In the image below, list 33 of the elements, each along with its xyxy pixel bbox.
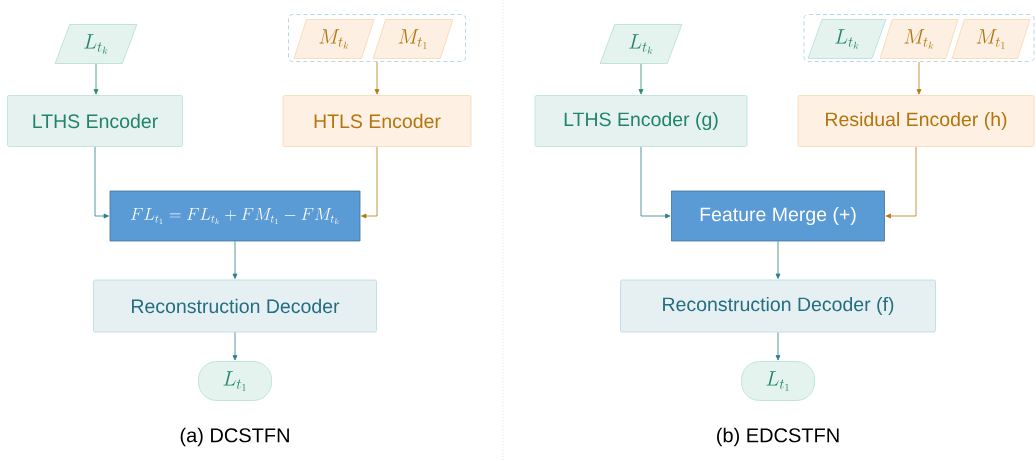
arrow [885, 146, 917, 219]
encoder-box: Residual Encoder (h) [797, 95, 1035, 147]
input-parallelogram: $M_{t_1}$ [372, 19, 454, 59]
arrow [232, 241, 238, 279]
input-parallelogram: $M_{t_1}$ [951, 19, 1031, 59]
input-parallelogram: $L_{t_k}$ [54, 24, 138, 64]
encoder-box: HTLS Encoder [282, 95, 472, 147]
decoder-box: Reconstruction Decoder [93, 279, 377, 333]
encoder-box: LTHS Encoder (g) [534, 95, 748, 147]
arrow [94, 146, 109, 219]
arrow [93, 63, 99, 95]
output-terminal: $L_{t_1}$ [741, 361, 815, 401]
arrow [361, 146, 378, 219]
merge-box: Feature Merge (+) [671, 190, 885, 242]
arrow [640, 146, 671, 219]
input-parallelogram: $L_{t_k}$ [599, 24, 683, 64]
arrow [374, 61, 380, 95]
input-parallelogram: $M_{t_k}$ [879, 19, 959, 59]
arrow [775, 332, 781, 361]
panel-caption: (a) DCSTFN [180, 427, 289, 447]
panel-caption: (b) EDCSTFN [717, 427, 839, 447]
input-parallelogram: $M_{t_k}$ [293, 19, 375, 59]
encoder-box: LTHS Encoder [7, 95, 183, 147]
dashed-group-box [803, 14, 1035, 62]
output-terminal: $L_{t_1}$ [198, 361, 272, 401]
arrow [775, 241, 781, 279]
input-parallelogram: $L_{t_k}$ [807, 19, 887, 59]
arrow [638, 63, 644, 95]
dashed-group-box [288, 14, 466, 62]
decoder-box: Reconstruction Decoder (f) [620, 279, 936, 333]
merge-box: $FL_{t_1} = FL_{t_k} + FM_{t_1} - FM_{t_k}$ [109, 190, 361, 242]
arrow [916, 61, 922, 95]
arrow [232, 332, 238, 361]
